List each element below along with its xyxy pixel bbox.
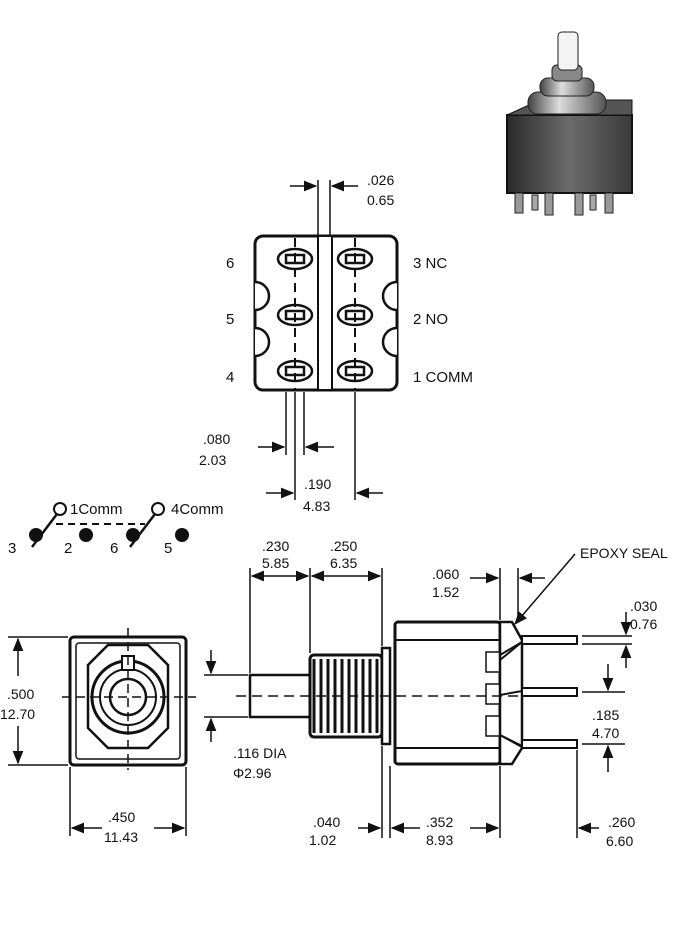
switch-schematic: 1Comm 4Comm 3 2 6 5: [8, 501, 224, 557]
terminal-pitch-inch: .185: [592, 707, 619, 723]
pin-spacing-inch: .190: [304, 476, 331, 492]
pin-width-mm: 2.03: [199, 452, 226, 468]
pin-diagram: .026 0.65 6 5 4 3 NC 2 NO 1 COMM .080 2.…: [199, 172, 473, 514]
pin-label-3nc: 3 NC: [413, 255, 447, 272]
front-view: .500 12.70 .450 11.43: [0, 628, 196, 845]
pin-label-1comm: 1 COMM: [413, 369, 473, 386]
schematic-pin-3: 3: [8, 540, 16, 557]
body-length-inch: .352: [426, 814, 453, 830]
pin-label-4: 4: [226, 369, 234, 386]
bushing-length-inch: .230: [262, 538, 289, 554]
side-view: .230 5.85 .250 6.35 .060 1.52 EPOXY SEAL…: [204, 538, 668, 849]
thread-length-inch: .250: [330, 538, 357, 554]
flange-mm: 1.02: [309, 832, 336, 848]
top-gap-inch: .026: [367, 172, 394, 188]
epoxy-seal-label: EPOXY SEAL: [580, 545, 668, 561]
front-height-mm: 12.70: [0, 706, 35, 722]
comm-label-1: 1Comm: [70, 501, 123, 518]
pin-width-inch: .080: [203, 431, 230, 447]
terminal-length-mm: 6.60: [606, 833, 633, 849]
front-width-mm: 11.43: [104, 829, 138, 845]
top-gap-mm: 0.65: [367, 192, 394, 208]
pin-label-6: 6: [226, 255, 234, 272]
comm-label-4: 4Comm: [171, 501, 224, 518]
front-height-inch: .500: [7, 686, 34, 702]
front-width-inch: .450: [108, 809, 135, 825]
terminal-thickness-inch: .030: [630, 598, 657, 614]
schematic-pin-6: 6: [110, 540, 118, 557]
seal-offset-inch: .060: [432, 566, 459, 582]
schematic-pin-2: 2: [64, 540, 72, 557]
body-length-mm: 8.93: [426, 832, 453, 848]
schematic-pin-5: 5: [164, 540, 172, 557]
flange-inch: .040: [313, 814, 340, 830]
switch-photo: [506, 31, 633, 216]
pin-spacing-mm: 4.83: [303, 498, 330, 514]
pin-label-5: 5: [226, 311, 234, 328]
seal-offset-mm: 1.52: [432, 584, 459, 600]
terminal-length-inch: .260: [608, 814, 635, 830]
plunger-dia-inch: .116 DIA: [233, 745, 287, 761]
pin-label-2no: 2 NO: [413, 311, 448, 328]
plunger-dia-mm: Φ2.96: [233, 765, 272, 781]
terminal-pitch-mm: 4.70: [592, 725, 619, 741]
bushing-length-mm: 5.85: [262, 555, 289, 571]
thread-length-mm: 6.35: [330, 555, 357, 571]
terminal-thickness-mm: 0.76: [630, 616, 657, 632]
